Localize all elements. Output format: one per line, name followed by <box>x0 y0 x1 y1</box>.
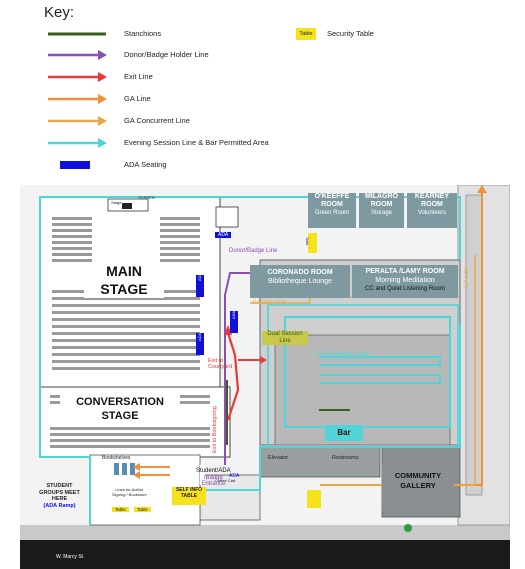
arrow-right-icon <box>48 72 107 82</box>
stanchion-swatch <box>48 32 106 36</box>
ga-day-line-label: GA Day Line <box>252 300 286 306</box>
legend-label: Donor/Badge Holder Line <box>124 50 209 59</box>
ga-evening-line-label: GA Evening Line <box>317 351 370 358</box>
donor-badge-line-label: Donor/Badge Line <box>229 248 278 254</box>
table-chip-1: Table <box>112 507 129 512</box>
table-chip-2: Table <box>134 507 151 512</box>
ada-swatch <box>60 161 90 169</box>
elevator-label: Elevator <box>268 455 289 461</box>
bar: Bar <box>325 425 363 441</box>
arrow-right-icon <box>48 116 107 126</box>
restrooms-label: Restrooms <box>332 455 359 461</box>
legend-ga-concurrent: GA Concurrent Line <box>46 115 296 129</box>
ga-line-label: GA Line <box>464 266 470 288</box>
screen-label: SCREEN <box>138 195 155 200</box>
ada-bottom-label: ADA <box>229 473 240 479</box>
arrow-right-icon <box>48 138 107 148</box>
stage-small-label: Stage <box>111 200 122 205</box>
key-title: Key: <box>44 4 75 21</box>
legend-label: Stanchions <box>124 29 162 38</box>
security-table-label: Security Table <box>327 29 374 38</box>
legend-ada-seating: ADA Seating <box>46 159 296 173</box>
legend-label: ADA Seating <box>124 160 167 169</box>
legend-label: Exit Line <box>124 72 153 81</box>
arrow-right-icon <box>48 94 107 104</box>
legend-label: GA Concurrent Line <box>124 116 190 125</box>
ada-side-label-2: ADA <box>197 332 202 341</box>
floor-plan-drawing <box>20 185 510 569</box>
security-table-small: Table <box>305 237 309 246</box>
legend-stanchions: Stanchions <box>46 28 296 42</box>
legend-exit-line: Exit Line <box>46 71 296 85</box>
security-table-chip: Table <box>296 28 316 40</box>
street-label: W. Marcy St. <box>56 554 85 560</box>
ada-side-label-3: ADA <box>231 310 236 319</box>
ada-label-top: ADA <box>215 232 232 238</box>
exit-booksigning-label: Exit to Booksigning <box>212 406 218 453</box>
legend-label: Evening Session Line & Bar Permitted Are… <box>124 138 269 147</box>
legend-donor-line: Donor/Badge Holder Line <box>46 49 296 63</box>
legend-label: GA Line <box>124 94 151 103</box>
arrow-right-icon <box>48 50 107 60</box>
coffee-cart-label: Coffee Cart <box>215 478 236 483</box>
bookshelves-label: Bookshelves <box>102 455 131 461</box>
ada-side-label-1: ADA <box>197 272 202 281</box>
legend-evening-line: Evening Session Line & Bar Permitted Are… <box>46 137 296 151</box>
legend-ga-line: GA Line <box>46 93 296 107</box>
